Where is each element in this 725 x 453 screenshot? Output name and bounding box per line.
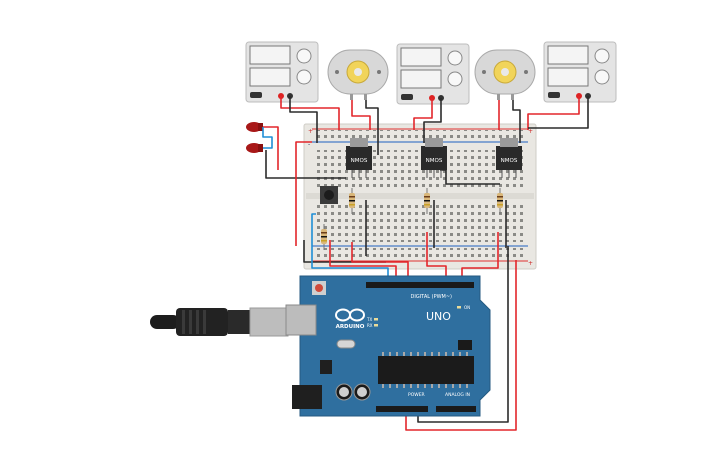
dc-motor-left xyxy=(327,49,389,100)
led-bottom xyxy=(246,143,263,153)
power-supply-right xyxy=(543,41,617,103)
analog-label: ANALOG IN xyxy=(445,392,470,398)
rail-minus-label: - xyxy=(308,141,310,148)
wire-red xyxy=(413,98,433,130)
usb-cable xyxy=(150,307,289,337)
wire-red xyxy=(280,96,340,130)
resistor xyxy=(497,188,503,214)
mosfet-1: NMOS xyxy=(346,138,372,178)
wire-blue xyxy=(262,127,273,149)
power-supply-left xyxy=(245,41,319,103)
wire-red xyxy=(351,100,371,130)
wire-red xyxy=(263,126,279,170)
dc-motor-right xyxy=(474,49,536,100)
wire-red xyxy=(405,260,517,431)
led-rx-label: RX xyxy=(367,323,373,328)
wires xyxy=(262,96,589,431)
wire-blue xyxy=(311,213,389,286)
wire-black xyxy=(289,96,318,143)
power-supply-middle xyxy=(396,43,470,105)
wire-black xyxy=(365,100,379,155)
digital-header-label: DIGITAL (PWM~) xyxy=(411,294,453,300)
wire-black xyxy=(265,150,346,179)
arduino-infinity-icon xyxy=(335,308,365,322)
wire-red xyxy=(351,242,409,286)
power-label: POWER xyxy=(408,392,425,398)
rail-plus-label-bottom: + xyxy=(528,260,533,267)
wire-red xyxy=(527,96,580,130)
mosfet-label: NMOS xyxy=(351,158,368,164)
mosfet-3: NMOS xyxy=(496,138,522,178)
wire-black xyxy=(528,96,589,129)
mosfet-label: NMOS xyxy=(426,158,443,164)
led-tx-label: TX xyxy=(366,317,372,322)
mosfet-2: NMOS xyxy=(421,138,447,178)
led-top xyxy=(246,122,263,132)
resistor xyxy=(349,188,355,214)
wire-black xyxy=(423,98,442,143)
arduino-model: UNO xyxy=(426,310,451,323)
arduino-uno: DIGITAL (PWM~) ARDUINO UNO TX RX ON PO xyxy=(285,275,491,417)
rail-plus-label: + xyxy=(308,128,313,135)
wire-black xyxy=(512,100,521,143)
resistor xyxy=(321,224,327,250)
push-button[interactable] xyxy=(320,186,338,204)
arduino-brand: ARDUINO xyxy=(336,324,365,330)
led-on-label: ON xyxy=(464,305,470,310)
mosfet-label: NMOS xyxy=(501,158,518,164)
wire-red xyxy=(295,141,312,246)
rail-plus-label-right: + xyxy=(528,128,533,135)
resistor xyxy=(424,188,430,214)
wire-black xyxy=(417,246,509,423)
